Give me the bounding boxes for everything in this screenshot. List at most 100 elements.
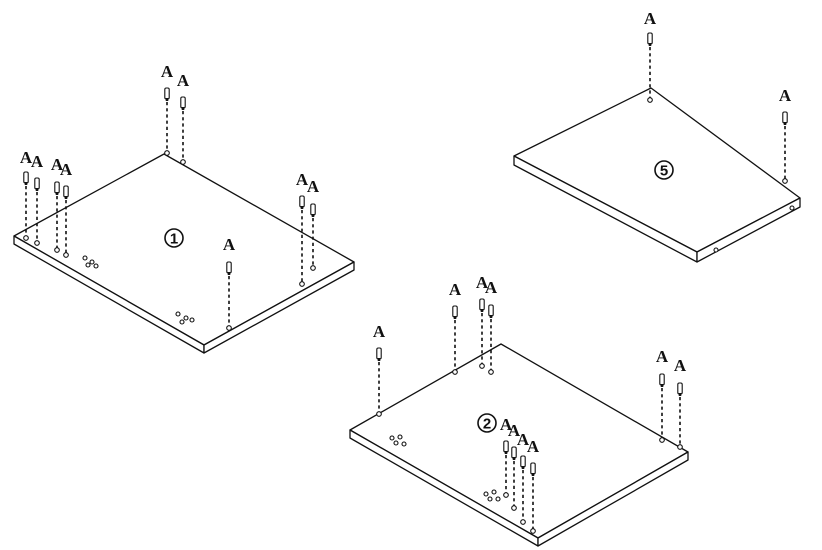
fastener-label: A bbox=[779, 86, 792, 105]
fastener-label: A bbox=[674, 356, 687, 375]
dowel-pin-tip bbox=[783, 122, 787, 125]
dowel-pin-tip bbox=[512, 457, 516, 460]
dowel-pin-tip bbox=[165, 98, 169, 101]
cam-hole bbox=[54, 247, 60, 253]
dowel-pin-icon bbox=[63, 185, 69, 198]
fastener-a-panel-1: A bbox=[20, 148, 33, 241]
fastener-label: A bbox=[508, 421, 521, 440]
dowel-pin-icon bbox=[520, 455, 526, 468]
dowel-pin-tip bbox=[55, 192, 59, 195]
dowel-pin-icon bbox=[782, 111, 788, 124]
cam-hole bbox=[659, 437, 665, 443]
fastener-a-panel-2: A bbox=[527, 437, 540, 534]
dowel-pin-icon bbox=[226, 261, 232, 274]
fastener-label: A bbox=[161, 62, 174, 81]
fastener-a-panel-5: A bbox=[779, 86, 792, 184]
fastener-label: A bbox=[527, 437, 540, 456]
fastener-label: A bbox=[31, 152, 44, 171]
panel-1-number-badge: 1 bbox=[164, 228, 184, 248]
panel-5-edge-hole bbox=[789, 205, 795, 211]
cam-hole bbox=[376, 411, 382, 417]
dowel-pin-icon bbox=[310, 203, 316, 216]
dowel-pin-tip bbox=[311, 214, 315, 217]
fastener-label: A bbox=[307, 177, 320, 196]
dowel-pin-tip bbox=[453, 316, 457, 319]
fastener-a-panel-1: A bbox=[51, 155, 64, 253]
fastener-label: A bbox=[517, 430, 530, 449]
dowel-pin-tip bbox=[531, 473, 535, 476]
panel-5-edge-hole bbox=[713, 247, 719, 253]
cam-hole bbox=[34, 240, 40, 246]
panel-2-surface-holes bbox=[389, 434, 501, 502]
fastener-label: A bbox=[177, 71, 190, 90]
fastener-label: A bbox=[485, 278, 498, 297]
fastener-a-panel-1: A bbox=[223, 235, 236, 331]
cam-hole bbox=[511, 505, 517, 511]
fastener-a-panel-2: A bbox=[656, 347, 669, 443]
cam-hole bbox=[520, 519, 526, 525]
fastener-label: A bbox=[296, 170, 309, 189]
fastener-a-panel-1: A bbox=[296, 170, 309, 287]
panel-2: 2 bbox=[349, 343, 689, 547]
cam-hole bbox=[479, 363, 485, 369]
fastener-label: A bbox=[20, 148, 33, 167]
fastener-label: A bbox=[476, 273, 489, 292]
fastener-label: A bbox=[51, 155, 64, 174]
fastener-a-panel-1: A bbox=[31, 152, 44, 246]
cam-hole bbox=[452, 369, 458, 375]
fastener-a-panel-2: A bbox=[517, 430, 530, 525]
cam-hole bbox=[180, 159, 186, 165]
fastener-label: A bbox=[449, 280, 462, 299]
dowel-pin-icon bbox=[452, 305, 458, 318]
fastener-a-panel-5: A bbox=[644, 9, 657, 103]
dowel-pin-icon bbox=[677, 382, 683, 395]
cam-hole bbox=[647, 97, 653, 103]
cam-hole bbox=[63, 252, 69, 258]
dowel-pin-icon bbox=[54, 181, 60, 194]
panel-1: 1 bbox=[13, 153, 355, 354]
dowel-pin-icon bbox=[488, 304, 494, 317]
fastener-label: A bbox=[656, 347, 669, 366]
dowel-pin-tip bbox=[660, 384, 664, 387]
fastener-a-panel-1: A bbox=[177, 71, 190, 165]
panel-1-surface-holes bbox=[82, 255, 195, 325]
cam-hole bbox=[782, 178, 788, 184]
dowel-pin-tip bbox=[227, 272, 231, 275]
dowel-pin-icon bbox=[376, 347, 382, 360]
dowel-pin-icon bbox=[164, 87, 170, 100]
panel-5-number: 5 bbox=[660, 163, 668, 180]
panel-1-right-edge bbox=[203, 261, 355, 354]
dowel-pin-tip bbox=[504, 451, 508, 454]
panel-2-number-badge: 2 bbox=[477, 413, 497, 433]
cam-hole bbox=[164, 150, 170, 156]
fastener-a-panel-2: A bbox=[500, 415, 513, 498]
fastener-a-panel-2: A bbox=[449, 280, 462, 375]
fastener-label: A bbox=[60, 160, 73, 179]
panel-1-number: 1 bbox=[170, 231, 178, 248]
dowel-pin-icon bbox=[530, 462, 536, 475]
dowel-pin-tip bbox=[181, 107, 185, 110]
fastener-label: A bbox=[223, 235, 236, 254]
dowel-pin-tip bbox=[489, 315, 493, 318]
dowel-pin-icon bbox=[479, 298, 485, 311]
fastener-a-panel-1: A bbox=[161, 62, 174, 156]
panel-5-right-edge bbox=[696, 197, 801, 263]
cam-hole bbox=[503, 492, 509, 498]
panel-2-right-edge bbox=[537, 451, 689, 547]
fastener-a-panel-1: A bbox=[60, 160, 73, 258]
cam-hole bbox=[23, 235, 29, 241]
dowel-pin-icon bbox=[511, 446, 517, 459]
dowel-pin-tip bbox=[35, 188, 39, 191]
dowel-pin-tip bbox=[648, 43, 652, 46]
cam-hole bbox=[488, 369, 494, 375]
panel-2-number: 2 bbox=[483, 416, 491, 433]
fastener-a-panel-1: A bbox=[307, 177, 320, 271]
dowel-pin-icon bbox=[503, 440, 509, 453]
dowel-pin-tip bbox=[521, 466, 525, 469]
dowel-pin-tip bbox=[24, 182, 28, 185]
panel-5: 5 bbox=[513, 87, 801, 263]
fastener-a-panel-2: A bbox=[508, 421, 521, 511]
fastener-a-panel-2: A bbox=[476, 273, 489, 369]
fastener-label: A bbox=[373, 322, 386, 341]
